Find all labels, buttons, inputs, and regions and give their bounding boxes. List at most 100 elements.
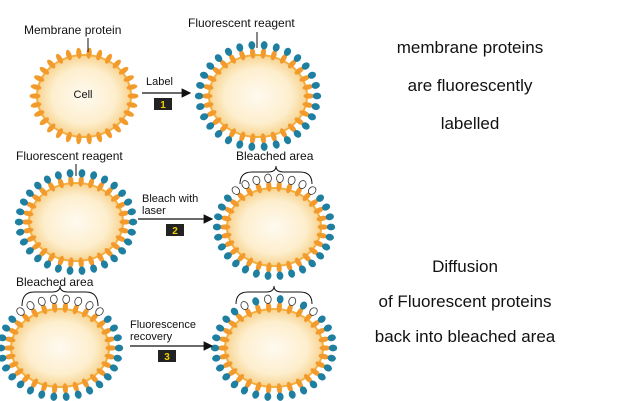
membrane-protein (237, 253, 246, 262)
fluorescent-label (43, 260, 52, 269)
fluorescent-label (276, 295, 284, 304)
fluorescent-label (316, 194, 325, 202)
fluorescent-label (214, 233, 223, 241)
membrane-protein (96, 320, 106, 328)
membrane-protein (110, 242, 121, 250)
fluorescent-label (8, 315, 17, 323)
membrane-protein (224, 240, 235, 247)
fluorescent-label (252, 390, 260, 399)
fluorescent-label (216, 364, 225, 372)
fluorescent-label (196, 103, 205, 111)
fluorescent-label (222, 315, 231, 323)
membrane-protein (39, 66, 50, 75)
membrane-protein (76, 47, 82, 59)
membrane-protein (229, 247, 240, 255)
membrane-protein (237, 192, 246, 201)
membrane-protein (255, 303, 262, 315)
fluorescent-label (206, 62, 215, 70)
bleached-area-brace-3 (235, 285, 313, 305)
membrane-protein (276, 180, 282, 192)
membrane-protein (21, 374, 31, 383)
membrane-protein (220, 232, 232, 239)
fluorescent-label (16, 380, 25, 389)
membrane-protein (302, 192, 311, 201)
note-line-2: are fluorescently (407, 76, 533, 95)
membrane-protein (34, 110, 45, 117)
bleached-label (288, 296, 297, 306)
fluorescent-label (216, 324, 225, 332)
cell-unlabelled (29, 47, 139, 145)
fluorescent-label (325, 233, 334, 241)
membrane-protein (4, 353, 16, 360)
membrane-protein (255, 182, 262, 194)
membrane-protein (119, 219, 131, 225)
membrane-protein (78, 175, 84, 187)
membrane-protein (319, 345, 331, 351)
fluorescent-label (308, 259, 316, 268)
fluorescent-label (212, 334, 221, 342)
membrane-protein (317, 224, 329, 230)
membrane-protein (81, 378, 90, 389)
fluorescent-label (299, 386, 308, 395)
fluorescent-label (307, 71, 316, 79)
membrane-protein (14, 320, 24, 328)
fluorescent-label (2, 364, 11, 372)
cytoplasm (210, 56, 306, 136)
membrane-protein (110, 194, 121, 202)
fluorescent-label (0, 334, 7, 342)
membrane-protein (123, 110, 134, 117)
membrane-protein (41, 303, 48, 315)
membrane-protein (47, 252, 56, 263)
membrane-protein (295, 307, 304, 318)
membrane-protein (39, 187, 48, 196)
fluorescent-label (62, 392, 70, 401)
fluorescent-label (85, 386, 94, 395)
bleached-label (264, 173, 272, 183)
membrane-protein (126, 84, 138, 90)
fluorescent-label (25, 189, 34, 197)
cell-label: Cell (74, 89, 93, 101)
membrane-protein (26, 235, 37, 242)
membrane-protein (219, 59, 229, 69)
membrane-protein (294, 257, 303, 268)
membrane-protein (220, 215, 232, 222)
fluorescent-label (26, 386, 35, 395)
membrane-protein (235, 313, 245, 322)
fluorescent-label (223, 194, 232, 202)
membrane-protein (68, 175, 74, 187)
cell-recovered (210, 294, 338, 401)
fluorescent-label (103, 315, 112, 323)
fluorescent-label (326, 223, 336, 231)
membrane-protein (294, 66, 304, 75)
fluorescent-label (299, 301, 308, 310)
membrane-protein (68, 257, 74, 269)
bleached-label (74, 296, 83, 306)
fluorescent-label (248, 142, 256, 151)
fluorescent-label (114, 344, 124, 352)
membrane-protein (250, 47, 256, 59)
fluorescent-label (214, 54, 223, 62)
membrane-protein (118, 66, 129, 75)
membrane-protein-label: Membrane protein (24, 23, 121, 37)
fluorescent-label (200, 71, 209, 79)
membrane-protein (96, 181, 105, 192)
membrane-protein (270, 49, 277, 61)
bleached-label (62, 294, 70, 304)
cytoplasm (226, 310, 322, 386)
membrane-protein (316, 215, 328, 222)
fluorescent-label (16, 228, 25, 236)
membrane-protein (308, 199, 319, 207)
membrane-protein (55, 53, 64, 64)
fluorescent-label (14, 218, 24, 226)
fluorescent-label (127, 208, 136, 216)
membrane-protein (118, 117, 129, 126)
membrane-protein (104, 128, 113, 139)
membrane-protein (76, 133, 82, 145)
bleached-area-label-1: Bleached area (236, 149, 314, 163)
fluorescent-label (312, 92, 322, 100)
membrane-protein (89, 374, 99, 383)
fluorescent-label (230, 380, 239, 389)
membrane-protein (318, 353, 330, 360)
fluorescent-label (276, 271, 284, 280)
fluorescent-label (317, 373, 326, 381)
